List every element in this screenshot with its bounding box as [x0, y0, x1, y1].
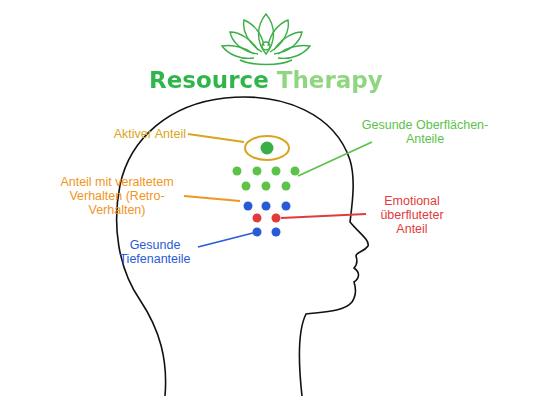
- lotus-logo: [222, 14, 310, 65]
- deep-dots: [244, 202, 291, 237]
- surface-dots: [233, 167, 300, 191]
- flooded-dots: [253, 214, 281, 223]
- callout-label: Anteil mit veraltetem Verhalten (Retro-V…: [50, 175, 184, 217]
- leader-lines: [184, 134, 372, 247]
- callout-label: Emotional überfluteter Anteil: [368, 194, 456, 236]
- callout-label: Gesunde Tiefenanteile: [108, 238, 202, 266]
- active-part-dot: [261, 142, 274, 155]
- active-part-eye: [245, 136, 289, 160]
- callout-label: Gesunde Oberflächen-Anteile: [360, 118, 490, 146]
- callout-label: Aktiver Anteil: [80, 127, 186, 141]
- diagram-title: Resource Therapy: [149, 66, 383, 94]
